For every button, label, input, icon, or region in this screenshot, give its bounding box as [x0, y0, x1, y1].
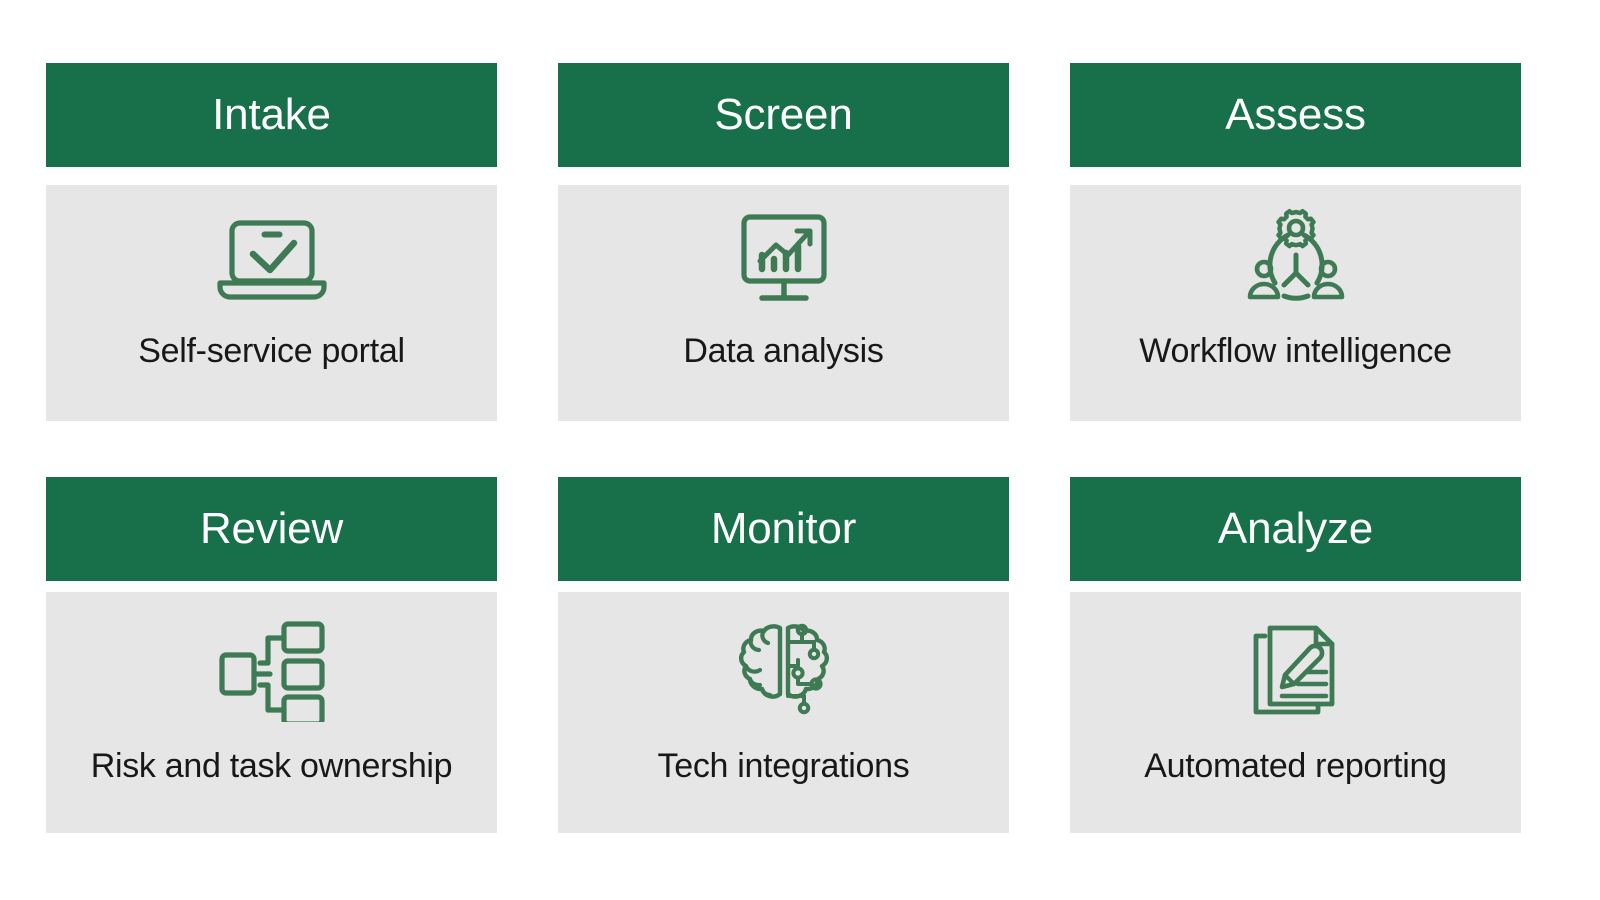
card-body-screen: Data analysis [558, 185, 1009, 421]
gear-people-network-icon [1232, 207, 1360, 311]
card-body-analyze: Automated reporting [1070, 592, 1521, 833]
card-title: Monitor [710, 504, 857, 553]
card-header-review: Review [46, 477, 497, 581]
card-label: Automated reporting [1144, 747, 1447, 785]
cards-grid: Intake Self-service portal Screen [46, 63, 1521, 833]
card-monitor[interactable]: Monitor [558, 477, 1009, 833]
card-header-intake: Intake [46, 63, 497, 167]
card-body-intake: Self-service portal [46, 185, 497, 421]
card-label: Risk and task ownership [90, 747, 453, 785]
card-title: Screen [714, 90, 853, 139]
card-title: Analyze [1217, 504, 1374, 553]
card-intake[interactable]: Intake Self-service portal [46, 63, 497, 421]
card-label: Self-service portal [138, 332, 405, 370]
card-header-analyze: Analyze [1070, 477, 1521, 581]
card-label: Tech integrations [657, 747, 910, 785]
card-title: Intake [212, 90, 331, 139]
hierarchy-org-chart-icon [208, 618, 336, 722]
card-assess[interactable]: Assess [1070, 63, 1521, 421]
card-header-screen: Screen [558, 63, 1009, 167]
card-body-review: Risk and task ownership [46, 592, 497, 833]
card-header-assess: Assess [1070, 63, 1521, 167]
card-title: Assess [1225, 90, 1366, 139]
card-review[interactable]: Review R [46, 477, 497, 833]
card-label: Data analysis [683, 332, 884, 370]
laptop-check-icon [208, 207, 336, 311]
card-title: Review [199, 504, 344, 553]
ai-brain-circuit-icon [720, 618, 848, 722]
card-body-monitor: Tech integrations [558, 592, 1009, 833]
documents-pencil-edit-icon [1232, 618, 1360, 722]
monitor-bar-chart-growth-icon [720, 207, 848, 311]
card-screen[interactable]: Screen Data analysis [558, 63, 1009, 421]
card-body-assess: Workflow intelligence [1070, 185, 1521, 421]
card-label: Workflow intelligence [1139, 332, 1452, 370]
card-analyze[interactable]: Analyze [1070, 477, 1521, 833]
card-header-monitor: Monitor [558, 477, 1009, 581]
